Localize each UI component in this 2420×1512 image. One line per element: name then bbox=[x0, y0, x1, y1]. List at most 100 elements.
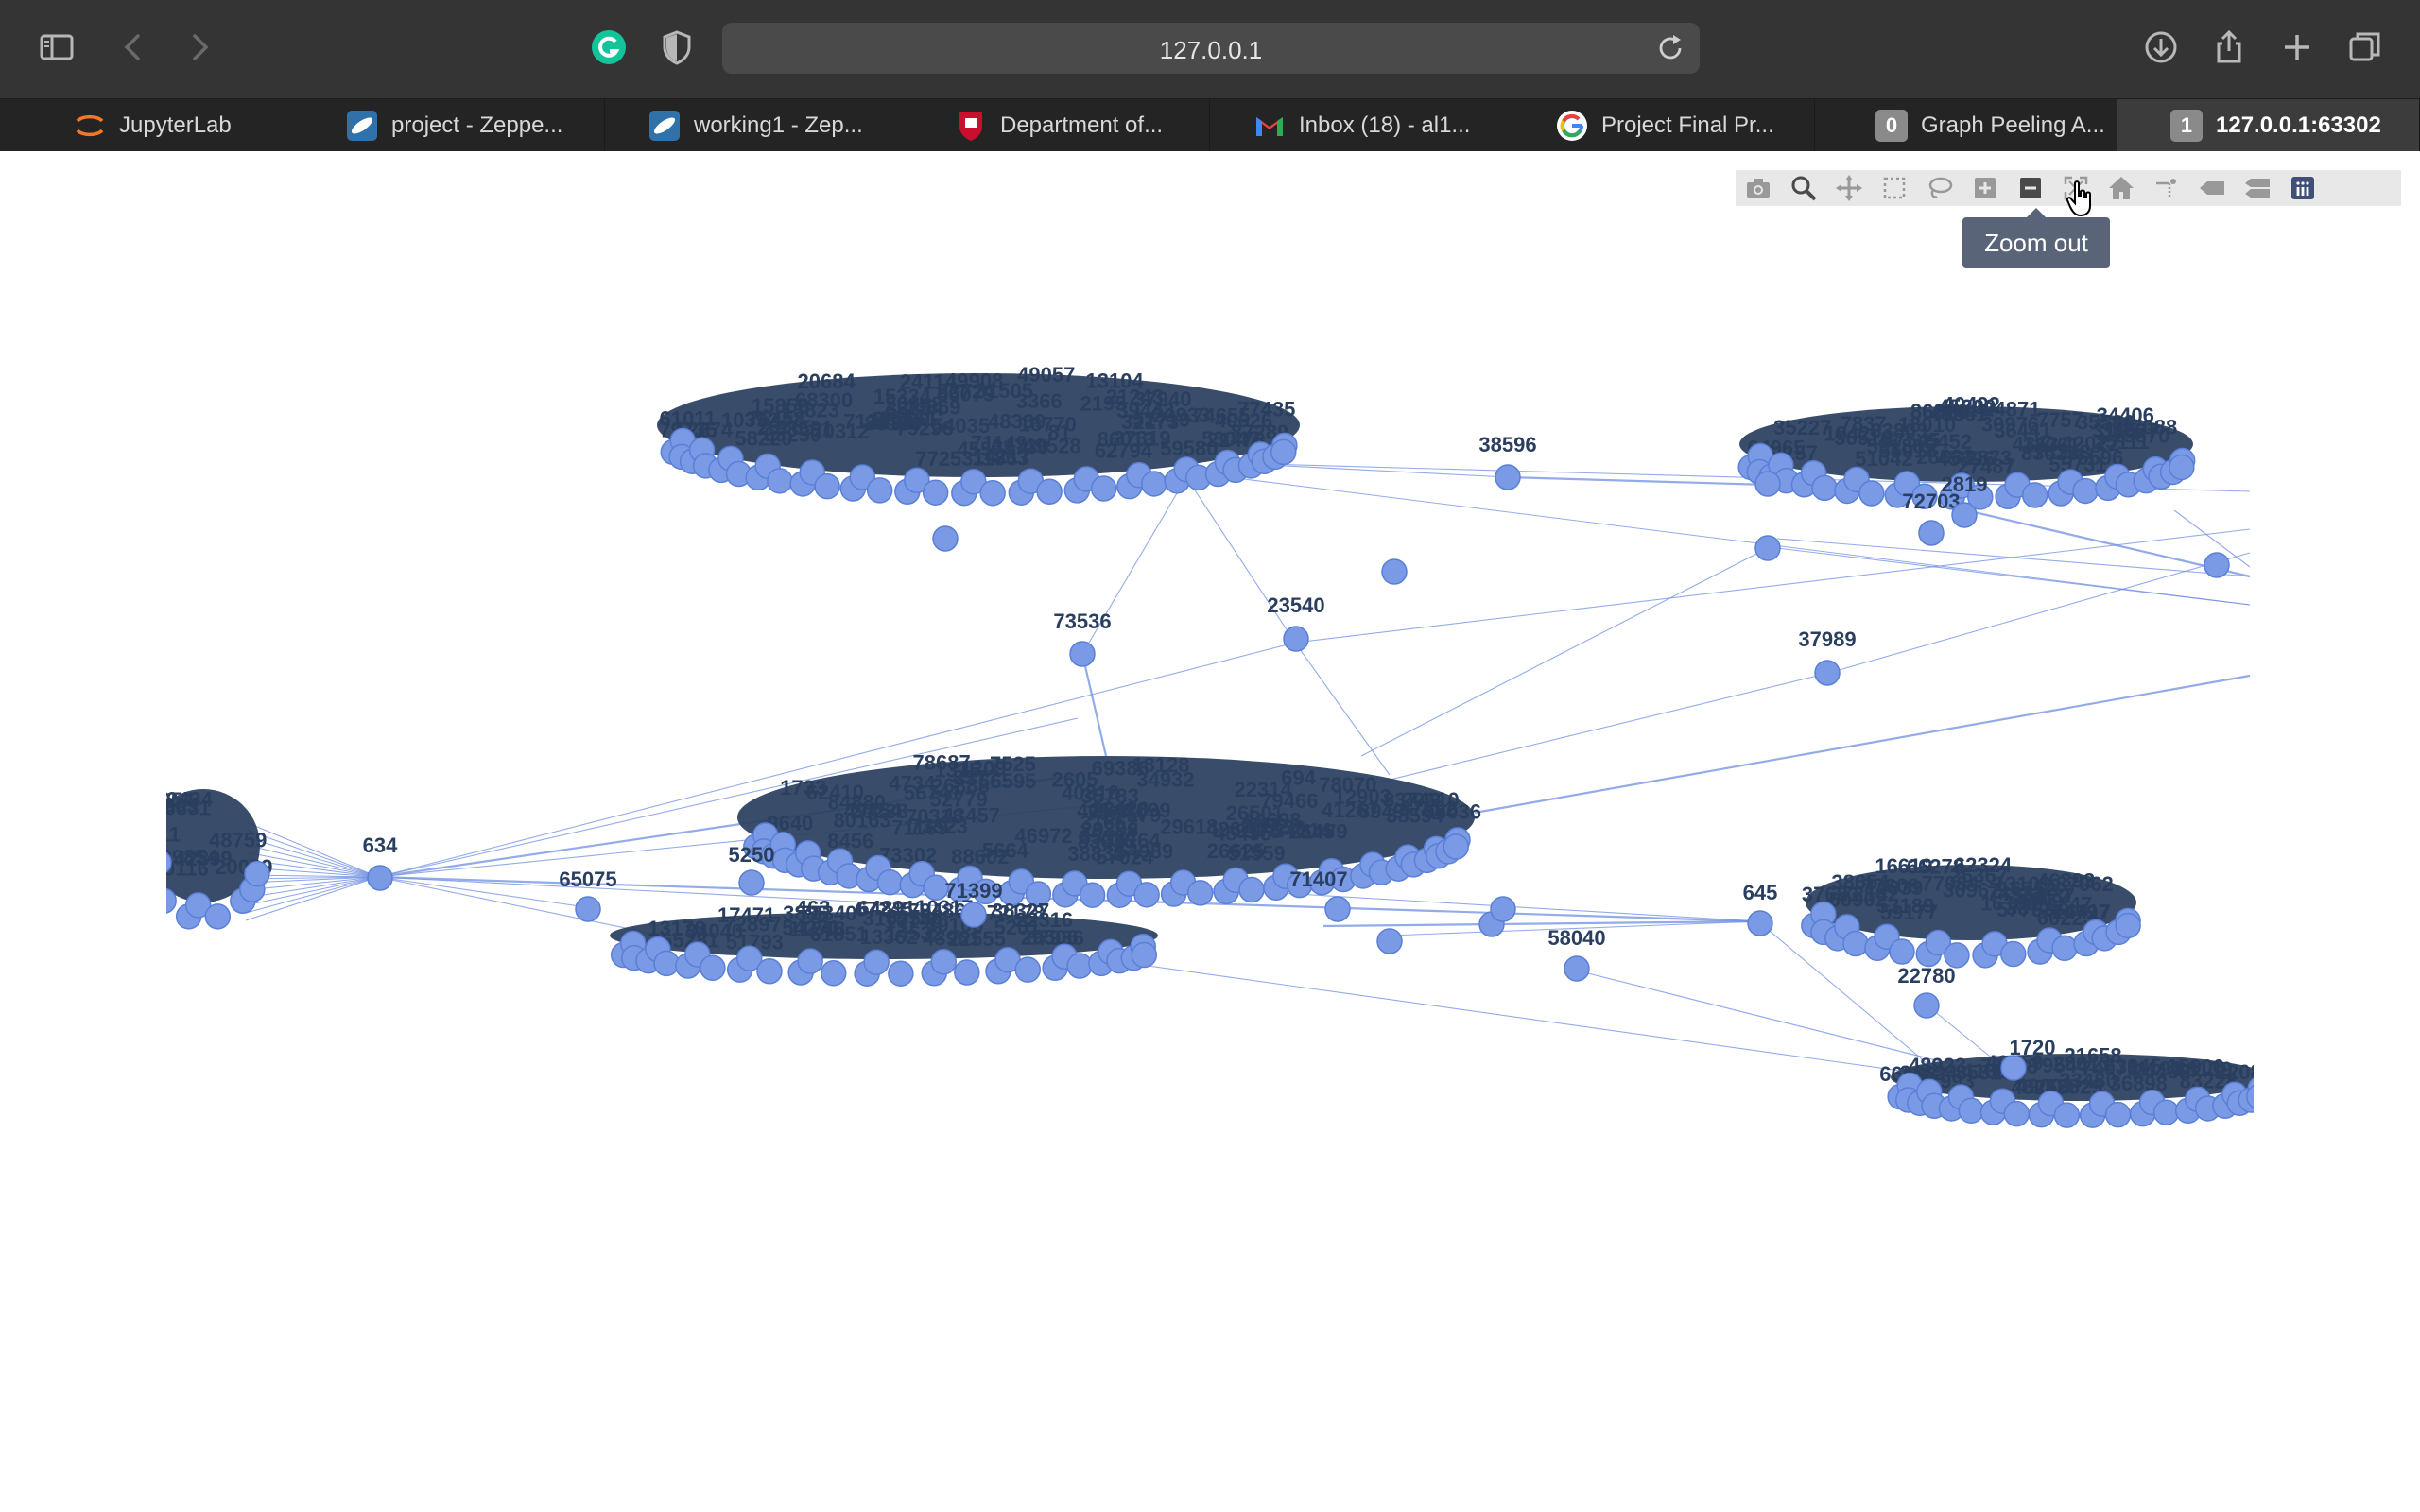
graph-node[interactable] bbox=[244, 860, 270, 887]
hover-closest-icon[interactable] bbox=[2189, 170, 2235, 206]
graph-node[interactable] bbox=[960, 902, 987, 928]
share-icon[interactable] bbox=[2204, 23, 2254, 72]
graph-node[interactable] bbox=[888, 960, 914, 987]
graph-node[interactable] bbox=[1967, 484, 1994, 510]
graph-node[interactable] bbox=[1911, 483, 1938, 510]
graph-node[interactable] bbox=[1079, 882, 1106, 908]
graph-node[interactable] bbox=[1090, 475, 1117, 502]
graph-node[interactable] bbox=[2021, 482, 2048, 508]
graph-node[interactable] bbox=[1814, 660, 1841, 686]
graph-node[interactable] bbox=[973, 878, 999, 905]
graph-node[interactable] bbox=[1747, 910, 1773, 936]
graph-node[interactable] bbox=[814, 472, 840, 500]
graph-node[interactable] bbox=[1999, 940, 2027, 968]
sidebar-icon[interactable] bbox=[32, 23, 81, 72]
graph-node[interactable] bbox=[184, 892, 212, 919]
tab-department[interactable]: Department of... bbox=[908, 99, 1210, 152]
graph-node[interactable] bbox=[1889, 938, 1915, 965]
graph-node[interactable] bbox=[1811, 474, 1838, 502]
graph-node[interactable] bbox=[2204, 552, 2230, 578]
chevron-left-icon[interactable] bbox=[110, 23, 159, 72]
tab-google-doc[interactable]: Project Final Pr... bbox=[1512, 99, 1815, 152]
graph-node[interactable] bbox=[137, 862, 162, 886]
graph-node[interactable] bbox=[204, 903, 232, 930]
graph-node[interactable] bbox=[2152, 1099, 2180, 1125]
graph-node[interactable] bbox=[1443, 833, 1469, 860]
chevron-right-icon[interactable] bbox=[174, 23, 223, 72]
graph-node[interactable] bbox=[1238, 876, 1265, 903]
graph-node[interactable] bbox=[1025, 881, 1052, 907]
tab-zeppelin-project[interactable]: project - Zeppe... bbox=[302, 99, 605, 152]
plotly-logo-icon[interactable] bbox=[2280, 170, 2325, 206]
pan-icon[interactable] bbox=[1826, 170, 1872, 206]
graph-node[interactable] bbox=[876, 868, 904, 896]
graph-node[interactable] bbox=[1925, 929, 1952, 956]
graph-node[interactable] bbox=[1186, 880, 1214, 906]
graph-node[interactable] bbox=[2115, 912, 2141, 939]
camera-icon[interactable] bbox=[1736, 170, 1781, 206]
graph-node[interactable] bbox=[1944, 942, 1970, 969]
graph-node[interactable] bbox=[1066, 953, 1093, 979]
graph-node[interactable] bbox=[932, 525, 959, 552]
reload-icon[interactable] bbox=[1654, 32, 1686, 64]
graph-node[interactable] bbox=[700, 954, 726, 981]
tab-graph-peeling[interactable]: 0 Graph Peeling A... bbox=[1815, 99, 2118, 152]
graph-node[interactable] bbox=[1283, 626, 1309, 652]
graph-node[interactable] bbox=[738, 869, 765, 896]
graph-node[interactable] bbox=[147, 850, 172, 875]
graph-node[interactable] bbox=[797, 948, 823, 974]
graph-node[interactable] bbox=[2246, 1085, 2272, 1109]
graph-node[interactable] bbox=[2104, 1101, 2132, 1128]
graph-node[interactable] bbox=[922, 479, 949, 506]
plus-icon[interactable] bbox=[2273, 23, 2322, 72]
graph-node[interactable] bbox=[2051, 935, 2078, 962]
graph-node[interactable] bbox=[1951, 502, 1978, 528]
graph-node[interactable] bbox=[863, 949, 890, 975]
graph-node[interactable] bbox=[1913, 992, 1940, 1019]
graph-node[interactable] bbox=[1133, 882, 1160, 908]
graph-node[interactable] bbox=[1564, 955, 1590, 982]
graph-node[interactable] bbox=[1495, 464, 1521, 490]
tab-localhost-active[interactable]: 1 127.0.0.1:63302 bbox=[2118, 99, 2420, 152]
shield-icon[interactable] bbox=[652, 23, 701, 72]
graph-node[interactable] bbox=[1014, 956, 1042, 983]
hover-compare-icon[interactable] bbox=[2235, 170, 2280, 206]
address-bar[interactable]: 127.0.0.1 bbox=[722, 23, 1700, 74]
graph-node[interactable] bbox=[979, 479, 1006, 507]
graph-node[interactable] bbox=[1376, 928, 1403, 954]
tabs-overview-icon[interactable] bbox=[2341, 23, 2390, 72]
graph-node[interactable] bbox=[1754, 471, 1781, 497]
graph-node[interactable] bbox=[1490, 896, 1516, 922]
graph-node[interactable] bbox=[1381, 558, 1408, 585]
graph-node[interactable] bbox=[1131, 941, 1158, 969]
graph-node[interactable] bbox=[575, 896, 601, 922]
graph-node[interactable] bbox=[756, 958, 783, 985]
tab-gmail-inbox[interactable]: Inbox (18) - al1... bbox=[1210, 99, 1512, 152]
graph-node[interactable] bbox=[2169, 454, 2195, 481]
zoom-out-icon[interactable] bbox=[2008, 170, 2053, 206]
graph-node[interactable] bbox=[2000, 1055, 2027, 1081]
graph-node[interactable] bbox=[1918, 520, 1945, 546]
graph-node[interactable] bbox=[2003, 1100, 2031, 1127]
graph-node[interactable] bbox=[960, 468, 987, 495]
graph-node[interactable] bbox=[767, 468, 793, 494]
graph-node[interactable] bbox=[1270, 438, 1297, 466]
graph-node[interactable] bbox=[1754, 535, 1781, 561]
tab-zeppelin-working1[interactable]: working1 - Zep... bbox=[605, 99, 908, 152]
zoom-icon[interactable] bbox=[1781, 170, 1826, 206]
graph-node[interactable] bbox=[1036, 478, 1063, 506]
graph-node[interactable] bbox=[653, 950, 680, 977]
grammarly-icon[interactable] bbox=[584, 23, 633, 72]
spike-lines-icon[interactable] bbox=[2144, 170, 2189, 206]
graph-node[interactable] bbox=[1141, 471, 1167, 497]
graph-node[interactable] bbox=[2072, 477, 2099, 505]
graph-node[interactable] bbox=[1842, 930, 1869, 957]
graph-node[interactable] bbox=[1858, 480, 1885, 507]
graph-node[interactable] bbox=[1324, 896, 1351, 922]
tab-jupyterlab[interactable]: JupyterLab bbox=[0, 99, 302, 152]
box-select-icon[interactable] bbox=[1872, 170, 1917, 206]
lasso-select-icon[interactable] bbox=[1917, 170, 1962, 206]
graph-node[interactable] bbox=[954, 959, 980, 986]
graph-node[interactable] bbox=[904, 467, 930, 494]
